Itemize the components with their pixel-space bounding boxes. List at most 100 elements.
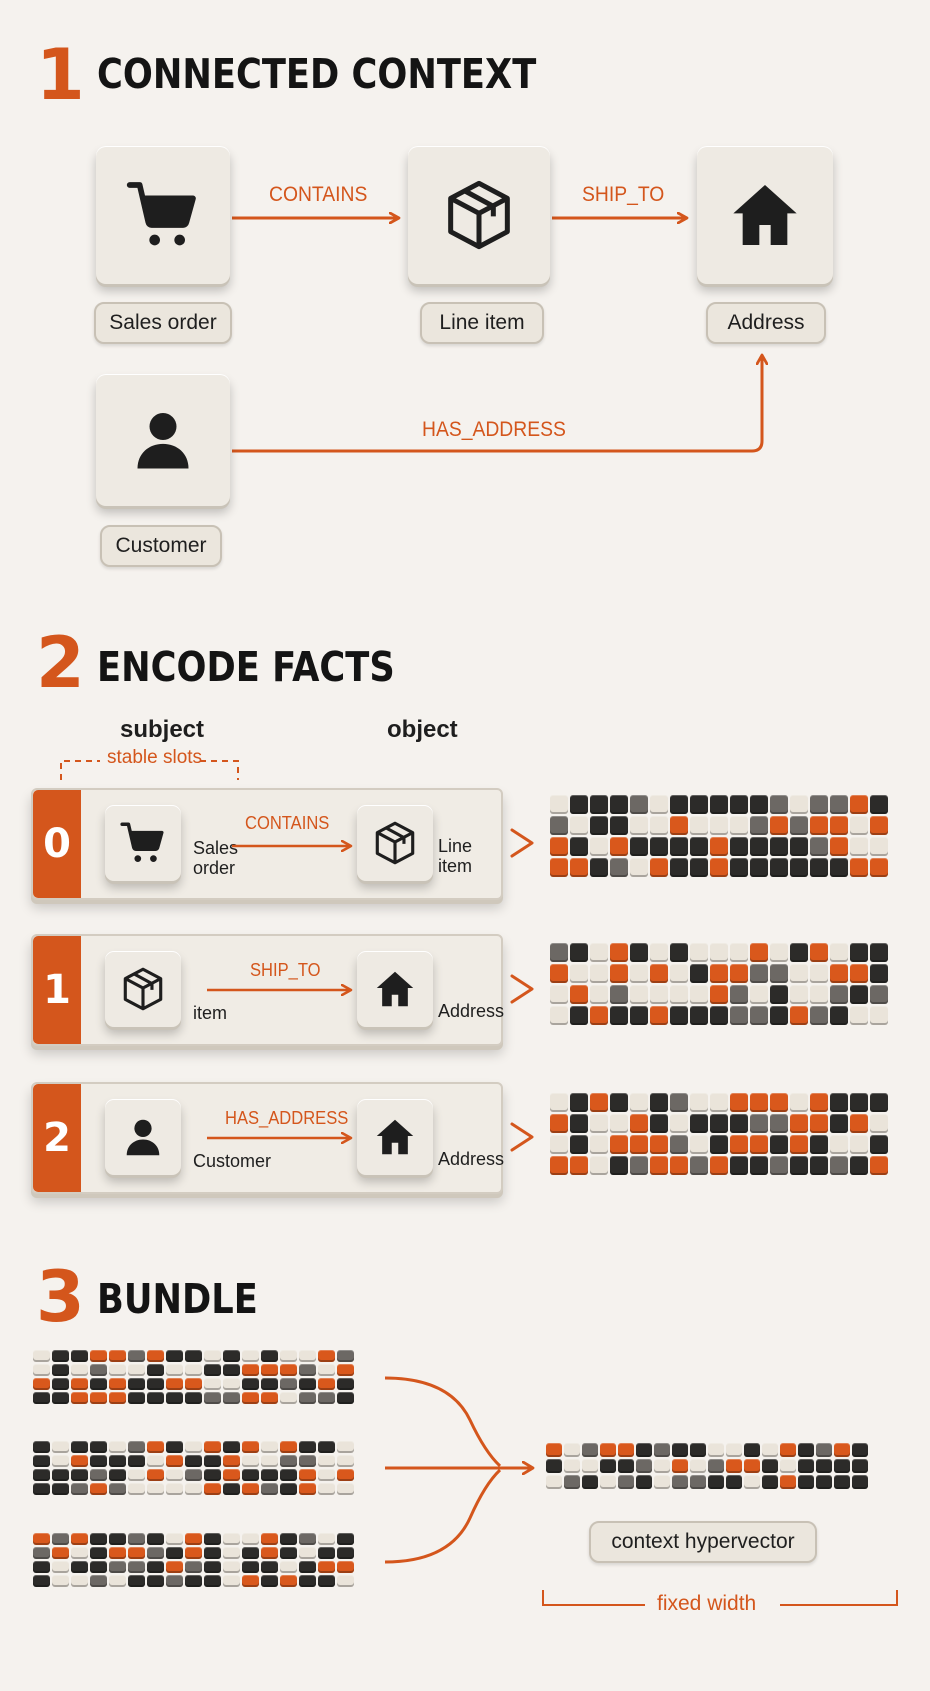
hypervector-cell — [830, 1114, 848, 1133]
hypervector-cell — [550, 1156, 568, 1175]
hypervector-cell — [33, 1392, 50, 1404]
hypervector-cell — [33, 1469, 50, 1481]
hypervector-cell — [850, 964, 868, 983]
hypervector-cell — [730, 858, 748, 877]
hypervector-cell — [299, 1378, 316, 1390]
hypervector-cell — [690, 1093, 708, 1112]
hypervector-cell — [850, 1156, 868, 1175]
hypervector-cell — [90, 1350, 107, 1362]
hypervector-cell — [870, 1006, 888, 1025]
hypervector-cell — [770, 1006, 788, 1025]
hypervector-cell — [71, 1483, 88, 1495]
cart-icon — [126, 182, 196, 246]
sales-order-node — [96, 146, 230, 284]
section-2-title: ENCODE FACTS — [97, 643, 395, 691]
hypervector-cell — [71, 1441, 88, 1453]
hypervector-cell — [128, 1455, 145, 1467]
hypervector-cell — [830, 1006, 848, 1025]
hypervector-cell — [636, 1459, 652, 1473]
hypervector-cell — [242, 1483, 259, 1495]
fact-0-object-label: Line item — [438, 836, 473, 876]
hypervector-cell — [618, 1443, 634, 1457]
hypervector-cell — [852, 1443, 868, 1457]
hypervector-cell — [280, 1364, 297, 1376]
hypervector-cell — [610, 858, 628, 877]
hypervector-cell — [770, 1156, 788, 1175]
hypervector-cell — [318, 1364, 335, 1376]
hypervector-cell — [670, 1114, 688, 1133]
hypervector-cell — [870, 1093, 888, 1112]
hypervector-cell — [590, 943, 608, 962]
hypervector-cell — [147, 1455, 164, 1467]
hypervector-cell — [299, 1441, 316, 1453]
hypervector-cell — [261, 1392, 278, 1404]
hypervector-cell — [147, 1364, 164, 1376]
hypervector-cell — [33, 1547, 50, 1559]
hypervector-cell — [299, 1350, 316, 1362]
hypervector-cell — [770, 795, 788, 814]
hypervector-cell — [223, 1483, 240, 1495]
hypervector-cell — [750, 1006, 768, 1025]
hypervector-cell — [33, 1455, 50, 1467]
fact-1-object-tile — [357, 951, 433, 1027]
hypervector-cell — [590, 1114, 608, 1133]
hypervector-cell — [810, 1006, 828, 1025]
hypervector-cell — [630, 858, 648, 877]
hypervector-cell — [650, 1114, 668, 1133]
hypervector-cell — [650, 943, 668, 962]
hypervector-cell — [650, 964, 668, 983]
hypervector-cell — [242, 1575, 259, 1587]
hypervector-cell — [750, 985, 768, 1004]
hypervector-cell — [770, 1135, 788, 1154]
fact-1-hypervector — [550, 943, 888, 1025]
hypervector-cell — [147, 1441, 164, 1453]
hypervector-cell — [204, 1547, 221, 1559]
hypervector-cell — [318, 1561, 335, 1573]
hypervector-cell — [870, 795, 888, 814]
hypervector-cell — [109, 1378, 126, 1390]
hypervector-cell — [337, 1469, 354, 1481]
hypervector-cell — [570, 858, 588, 877]
hypervector-cell — [690, 1475, 706, 1489]
hypervector-cell — [610, 964, 628, 983]
hypervector-cell — [166, 1455, 183, 1467]
hypervector-cell — [337, 1547, 354, 1559]
hypervector-cell — [71, 1469, 88, 1481]
hypervector-cell — [582, 1475, 598, 1489]
hypervector-cell — [600, 1475, 616, 1489]
hypervector-cell — [299, 1483, 316, 1495]
hypervector-cell — [710, 1156, 728, 1175]
cart-icon — [120, 822, 164, 862]
hypervector-cell — [71, 1455, 88, 1467]
hypervector-cell — [299, 1575, 316, 1587]
hypervector-cell — [672, 1443, 688, 1457]
hypervector-cell — [280, 1441, 297, 1453]
fact-2-encode-arrow — [510, 1122, 534, 1152]
section-1-title: CONNECTED CONTEXT — [97, 50, 537, 98]
person-icon — [126, 1119, 160, 1156]
fact-index: 0 — [33, 790, 81, 898]
hypervector-cell — [204, 1378, 221, 1390]
hypervector-cell — [708, 1443, 724, 1457]
hypervector-cell — [744, 1443, 760, 1457]
hypervector-cell — [670, 1093, 688, 1112]
hypervector-cell — [550, 943, 568, 962]
hypervector-cell — [850, 1093, 868, 1112]
has-address-label: HAS_ADDRESS — [422, 418, 566, 441]
hypervector-cell — [33, 1561, 50, 1573]
hypervector-cell — [650, 1135, 668, 1154]
fact-2-object-tile — [357, 1099, 433, 1175]
hypervector-cell — [71, 1547, 88, 1559]
hypervector-cell — [690, 943, 708, 962]
hypervector-cell — [242, 1455, 259, 1467]
hypervector-cell — [798, 1475, 814, 1489]
hypervector-cell — [261, 1575, 278, 1587]
hypervector-cell — [690, 1459, 706, 1473]
bundle-input-hypervector-3 — [33, 1533, 354, 1587]
hypervector-cell — [33, 1483, 50, 1495]
hypervector-cell — [670, 943, 688, 962]
hypervector-cell — [570, 943, 588, 962]
hypervector-cell — [834, 1475, 850, 1489]
hypervector-cell — [128, 1561, 145, 1573]
hypervector-cell — [672, 1459, 688, 1473]
